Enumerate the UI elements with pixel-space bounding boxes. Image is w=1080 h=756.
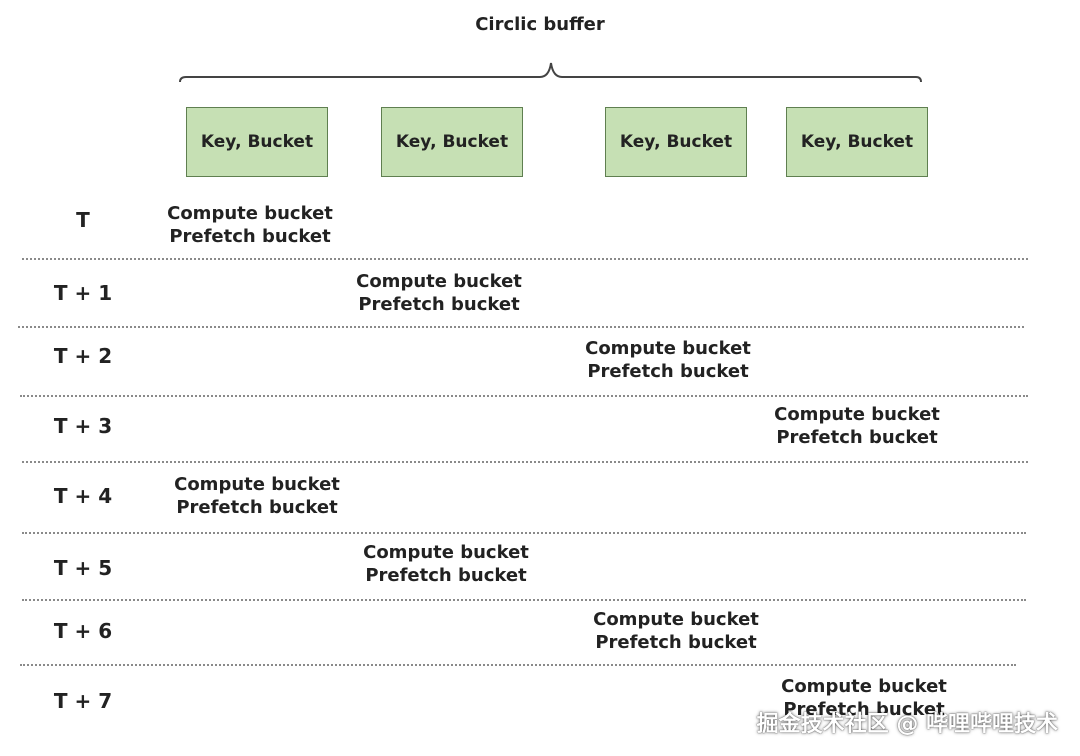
step-label-t3: T + 3 <box>53 414 113 438</box>
row-divider <box>22 599 1026 601</box>
compute-bucket-label: Compute bucket <box>593 609 759 630</box>
watermark: 掘金技术社区 @ 哔哩哔哩技术 <box>756 712 1058 737</box>
compute-bucket-label: Compute bucket <box>585 338 751 359</box>
row-divider <box>22 532 1026 534</box>
step-label-t2: T + 2 <box>53 344 113 368</box>
bucket-2: Key, Bucket <box>605 107 747 177</box>
prefetch-bucket-label: Prefetch bucket <box>595 632 757 653</box>
step-5-operations: Compute bucket Prefetch bucket <box>346 541 546 587</box>
step-1-operations: Compute bucket Prefetch bucket <box>339 270 539 316</box>
step-2-operations: Compute bucket Prefetch bucket <box>568 337 768 383</box>
compute-bucket-label: Compute bucket <box>167 203 333 224</box>
buffer-title: Circlic buffer <box>475 14 605 35</box>
prefetch-bucket-label: Prefetch bucket <box>365 565 527 586</box>
prefetch-bucket-label: Prefetch bucket <box>783 699 945 720</box>
compute-bucket-label: Compute bucket <box>356 271 522 292</box>
prefetch-bucket-label: Prefetch bucket <box>169 226 331 247</box>
row-divider <box>18 326 1024 328</box>
row-divider <box>22 258 1028 260</box>
compute-bucket-label: Compute bucket <box>174 474 340 495</box>
step-label-t1: T + 1 <box>53 281 113 305</box>
step-label-t5: T + 5 <box>53 556 113 580</box>
prefetch-bucket-label: Prefetch bucket <box>358 294 520 315</box>
row-divider <box>20 664 1016 666</box>
compute-bucket-label: Compute bucket <box>363 542 529 563</box>
step-7-operations: Compute bucket Prefetch bucket <box>764 675 964 721</box>
step-label-t6: T + 6 <box>53 619 113 643</box>
prefetch-bucket-label: Prefetch bucket <box>587 361 749 382</box>
step-0-operations: Compute bucket Prefetch bucket <box>150 202 350 248</box>
bucket-3: Key, Bucket <box>786 107 928 177</box>
compute-bucket-label: Compute bucket <box>781 676 947 697</box>
prefetch-bucket-label: Prefetch bucket <box>776 427 938 448</box>
step-4-operations: Compute bucket Prefetch bucket <box>157 473 357 519</box>
compute-bucket-label: Compute bucket <box>774 404 940 425</box>
row-divider <box>20 395 1028 397</box>
step-3-operations: Compute bucket Prefetch bucket <box>757 403 957 449</box>
step-label-t4: T + 4 <box>53 484 113 508</box>
buffer-brace <box>179 62 922 83</box>
step-6-operations: Compute bucket Prefetch bucket <box>576 608 776 654</box>
step-label-t7: T + 7 <box>53 689 113 713</box>
prefetch-bucket-label: Prefetch bucket <box>176 497 338 518</box>
bucket-1: Key, Bucket <box>381 107 523 177</box>
bucket-0: Key, Bucket <box>186 107 328 177</box>
row-divider <box>22 461 1028 463</box>
step-label-t: T <box>76 208 90 232</box>
